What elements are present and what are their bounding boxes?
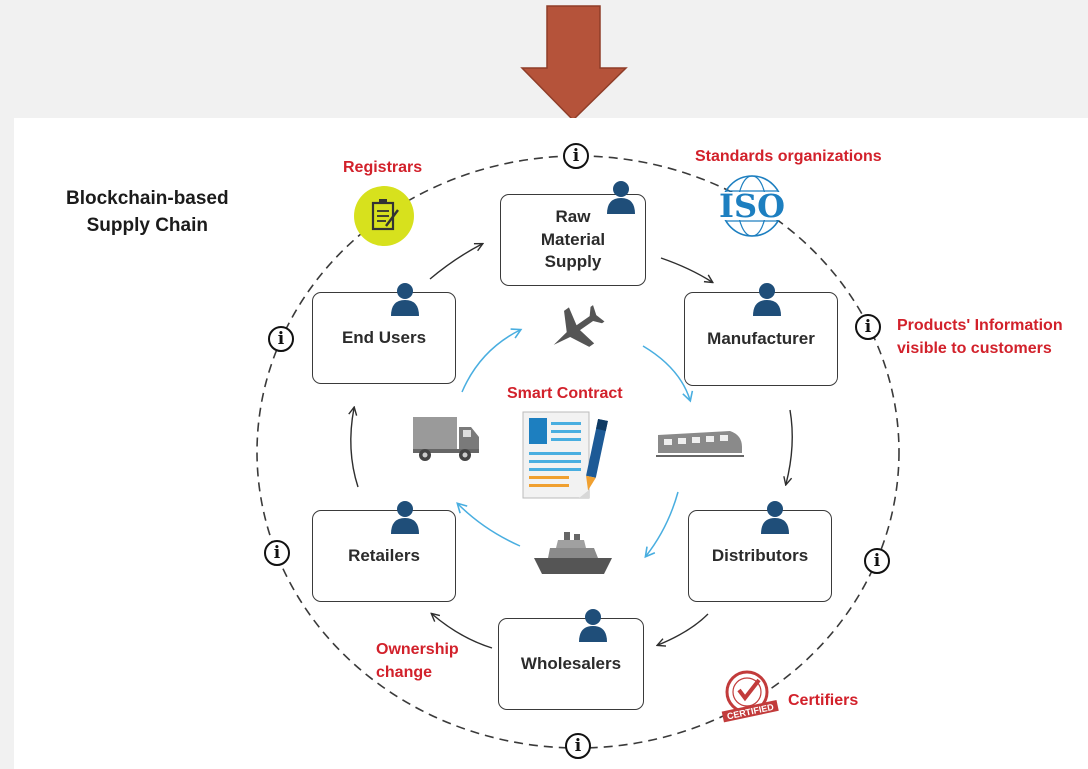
node-raw-material-label: Raw Material Supply xyxy=(540,206,606,272)
ship-icon xyxy=(534,532,612,574)
iso-logo-text: ISO xyxy=(719,187,785,225)
node-retailers: Retailers xyxy=(312,510,456,602)
blue-arrow-1 xyxy=(642,345,694,403)
person-icon xyxy=(761,501,789,534)
airplane-icon xyxy=(553,305,605,347)
arrow-distributors-to-wholesalers xyxy=(658,613,709,645)
node-distributors: Distributors xyxy=(688,510,832,602)
certified-stamp-icon: CERTIFIED xyxy=(721,670,779,723)
node-manufacturer-label: Manufacturer xyxy=(707,328,815,348)
node-wholesalers: Wholesalers xyxy=(498,618,644,710)
info-icon: i xyxy=(563,143,589,169)
person-icon xyxy=(753,283,781,316)
person-icon xyxy=(579,609,607,642)
node-retailers-label: Retailers xyxy=(348,545,420,565)
label-ownership-change: Ownership change xyxy=(376,641,459,682)
blue-arrow-4 xyxy=(461,328,523,393)
node-distributors-label: Distributors xyxy=(711,545,809,565)
label-standards-organizations: Standards organizations xyxy=(695,148,882,165)
info-icon: i xyxy=(855,314,881,340)
arrow-manufacturer-to-distributors xyxy=(786,409,793,484)
person-icon xyxy=(391,501,419,534)
blue-arrow-2 xyxy=(644,491,679,559)
train-icon xyxy=(656,431,744,457)
node-end-users-label: End Users xyxy=(341,327,427,347)
label-registrars: Registrars xyxy=(343,159,423,176)
info-icon: i xyxy=(565,733,591,759)
blue-arrow-3 xyxy=(456,502,521,547)
label-smart-contract: Smart Contract xyxy=(507,385,623,402)
node-end-users: End Users xyxy=(312,292,456,384)
person-icon xyxy=(607,181,635,214)
person-icon xyxy=(391,283,419,316)
info-icon: i xyxy=(268,326,294,352)
iso-globe-icon: ISO xyxy=(714,175,790,237)
diagram-title: Blockchain-based Supply Chain xyxy=(66,188,229,236)
notepad-icon xyxy=(354,186,414,246)
contract-document-icon xyxy=(522,411,608,499)
arrow-retailers-to-endusers xyxy=(351,408,359,488)
arrow-wholesalers-to-retailers xyxy=(432,614,493,649)
arrow-endusers-to-raw xyxy=(429,244,482,280)
node-wholesalers-label: Wholesalers xyxy=(520,653,622,673)
arrow-raw-to-manufacturer xyxy=(660,257,712,282)
info-icon: i xyxy=(864,548,890,574)
info-icon: i xyxy=(264,540,290,566)
arrow-down-icon xyxy=(520,5,628,122)
truck-icon xyxy=(413,417,479,461)
label-certifiers: Certifiers xyxy=(788,692,859,709)
label-products-information: Products' Information visible to custome… xyxy=(897,317,1063,358)
